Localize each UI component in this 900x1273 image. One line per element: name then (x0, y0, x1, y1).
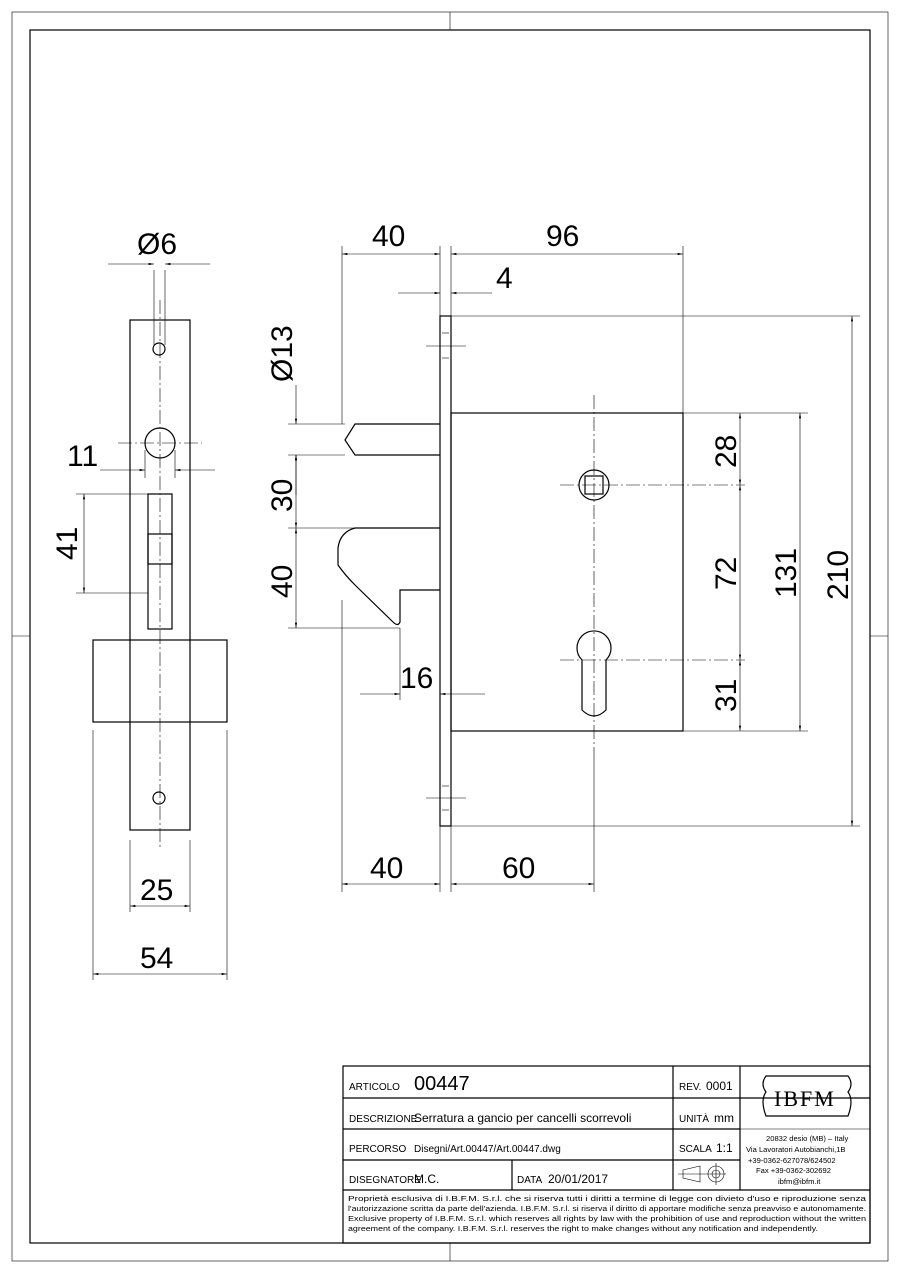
dim-label-16: 16 (400, 662, 433, 695)
dim-11 (100, 450, 215, 478)
dim-label-top-4: 4 (496, 262, 513, 295)
rev-value: 0001 (706, 1079, 733, 1093)
dim-label-diam13: Ø13 (266, 325, 299, 382)
dim-diam6 (108, 262, 210, 345)
dim-label-left-40: 40 (266, 565, 299, 598)
percorso-value: Disegni/Art.00447/Art.00447.dwg (414, 1144, 561, 1155)
dim-label-28: 28 (710, 435, 743, 468)
dim-label-bottom-60: 60 (502, 852, 535, 885)
side-faceplate (439, 315, 452, 827)
dim-label-41: 41 (51, 527, 84, 560)
dim-label-210: 210 (822, 550, 855, 600)
hook-end (147, 533, 173, 565)
articolo-value: 00447 (414, 1073, 470, 1095)
dim-54 (92, 730, 228, 980)
lock-body (450, 412, 684, 732)
dim-41 (76, 493, 148, 594)
descrizione-label: DESCRIZIONE (349, 1114, 418, 1125)
disegnatore-label: DISEGNATORE (349, 1175, 421, 1186)
notice-line-1: Proprietà esclusiva di I.B.F.M. S.r.l. c… (348, 1194, 867, 1203)
inner-frame (29, 29, 871, 1244)
data-label: DATA (517, 1175, 543, 1186)
notice-line-4: agreement of the company. I.B.F.M. S.r.l… (348, 1224, 818, 1233)
dim-label-131: 131 (770, 548, 803, 598)
rev-label: REV. (679, 1082, 701, 1093)
side-view (337, 315, 745, 827)
ibfm-logo (762, 1075, 852, 1117)
dim-bottom-40 (341, 600, 441, 892)
descrizione-value: Serratura a gancio per cancelli scorrevo… (414, 1111, 631, 1125)
scala-label: SCALA (679, 1144, 712, 1155)
dim-top-40 (341, 246, 441, 424)
dim-28 (683, 412, 808, 485)
dim-label-11: 11 (67, 440, 98, 473)
faceplate-view (92, 300, 228, 850)
dim-label-31: 31 (710, 679, 743, 712)
articolo-label: ARTICOLO (349, 1082, 400, 1093)
dim-label-30: 30 (266, 479, 299, 512)
phone: +39-0362-627078/624502 (748, 1156, 836, 1165)
notice-line-3: Exclusive property of I.B.F.M. S.r.l. wh… (348, 1214, 866, 1223)
hook (337, 527, 440, 626)
dim-16 (360, 628, 485, 700)
dim-25 (129, 840, 191, 912)
spindle (560, 469, 745, 501)
screw-hole-bottom (152, 791, 166, 805)
dim-label-54: 54 (140, 942, 173, 975)
dim-label-top-96: 96 (546, 220, 579, 253)
dim-left-40 (288, 528, 400, 629)
data-value: 20/01/2017 (548, 1172, 608, 1186)
percorso-label: PERCORSO (349, 1144, 406, 1155)
dim-label-top-40: 40 (372, 220, 405, 253)
dim-31 (683, 660, 808, 732)
euro-cylinder (576, 630, 612, 717)
dim-diam13 (288, 385, 345, 495)
projection-symbol-icon (678, 1163, 726, 1185)
dim-label-25: 25 (140, 874, 173, 907)
scala-value: 1:1 (716, 1141, 733, 1155)
address-line1: 20832 desio (MB) – Italy (766, 1134, 849, 1143)
screw-hole-top (152, 342, 166, 356)
dim-210 (451, 315, 860, 827)
dim-label-bottom-40: 40 (370, 852, 403, 885)
dim-label-diam6: Ø6 (137, 228, 177, 261)
keeper-block (92, 639, 228, 723)
frame-center-ticks (12, 12, 888, 1261)
unita-label: UNITÀ (679, 1112, 709, 1125)
title-block (342, 1065, 871, 1244)
unita-value: mm (714, 1111, 734, 1125)
dim-30 (288, 455, 355, 529)
fax: Fax +39-0362-302692 (756, 1166, 831, 1175)
cylinder-pin (344, 423, 440, 456)
email: ibfm@ibfm.it (778, 1177, 821, 1186)
dim-top-96 (450, 246, 684, 413)
dim-label-72: 72 (710, 557, 743, 590)
notice-line-2: l'autorizzazione scritta da parte dell'a… (348, 1204, 866, 1213)
disegnatore-value: M.C. (414, 1172, 439, 1186)
address-line2: Via Lavoratori Autobianchi,1B (746, 1145, 846, 1154)
logo-text: IBFM (774, 1086, 836, 1111)
